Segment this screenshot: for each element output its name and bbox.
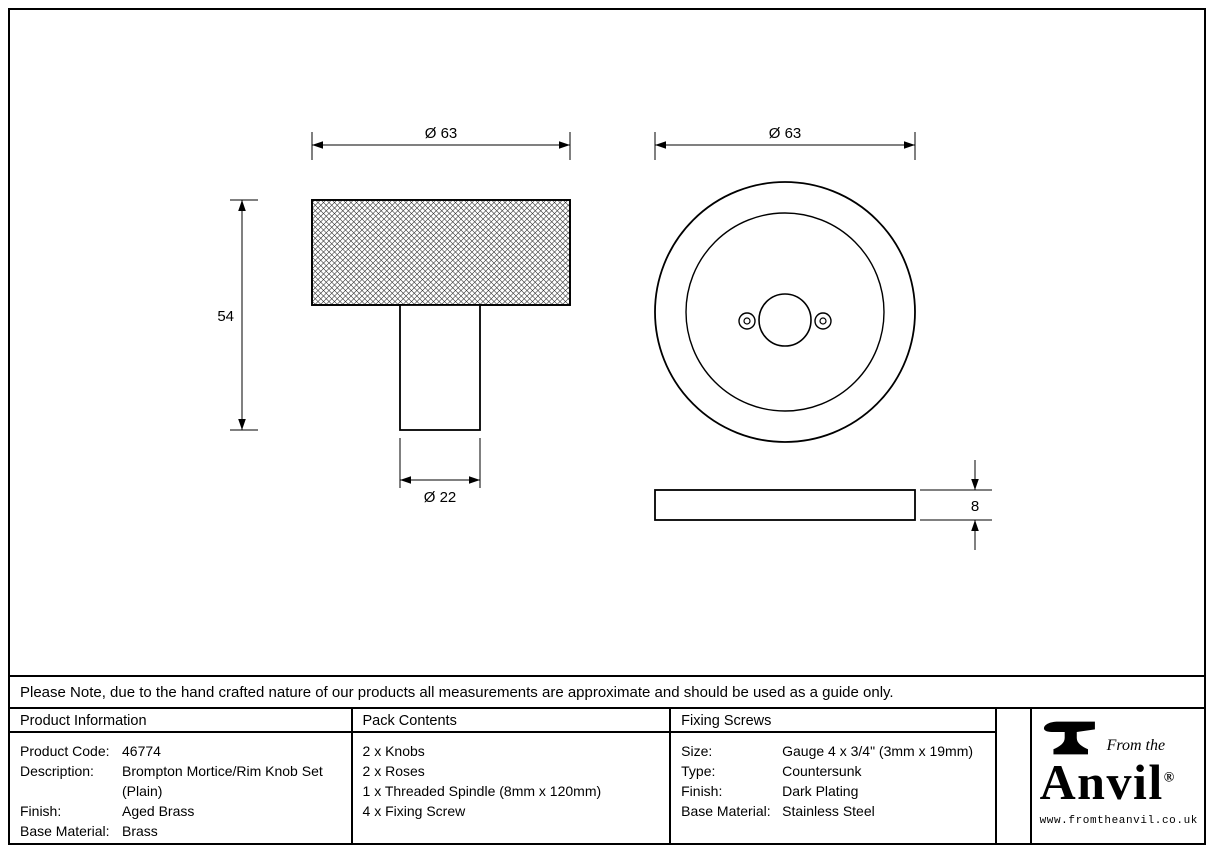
rose-screw-hole-left — [738, 312, 756, 330]
table-row: Base Material: Brass — [20, 821, 341, 841]
rose-dimension-lines — [654, 132, 916, 160]
sheet-frame: Ø 63 54 Ø 22 — [8, 8, 1206, 845]
table-row: Type: Countersunk — [681, 761, 985, 781]
row-value: Gauge 4 x 3/4" (3mm x 19mm) — [782, 743, 974, 759]
fixing-screws-header: Fixing Screws — [671, 709, 995, 733]
row-label: Base Material: — [20, 823, 110, 839]
logo-top-row: From the — [1040, 715, 1198, 757]
rose-side-view — [654, 489, 916, 521]
product-information-header: Product Information — [10, 709, 351, 733]
brand-logo-box: From the Anvil® www.fromtheanvil.co.uk — [1029, 709, 1204, 843]
row-label: Product Code: — [20, 743, 110, 759]
rose-thickness-dimension-arrows — [971, 479, 979, 531]
disclaimer-note-bar: Please Note, due to the hand crafted nat… — [10, 675, 1204, 707]
rose-screw-hole-right — [814, 312, 832, 330]
row-label: Type: — [681, 763, 716, 779]
rose-dimension-arrows — [655, 141, 915, 149]
table-row: Product Code: 46774 — [20, 741, 341, 761]
row-value: 46774 — [122, 743, 161, 759]
row-value: Stainless Steel — [782, 803, 875, 819]
knob-diameter-label: Ø 63 — [425, 125, 458, 142]
table-row: Description: Brompton Mortice/Rim Knob S… — [20, 761, 341, 801]
rose-screw-hole-right-center — [819, 317, 827, 325]
knob-dimension-lines — [230, 132, 571, 488]
row-label: Description: — [20, 763, 94, 779]
fixing-screws-section: Fixing Screws Size: Gauge 4 x 3/4" (3mm … — [671, 709, 997, 843]
pack-item: 2 x Knobs — [362, 743, 425, 759]
product-information-body: Product Code: 46774 Description: Brompto… — [10, 733, 351, 841]
rose-thickness-label: 8 — [971, 498, 979, 515]
table-row: Finish: Dark Plating — [681, 781, 985, 801]
fixing-screws-body: Size: Gauge 4 x 3/4" (3mm x 19mm) Type: … — [671, 733, 995, 821]
table-row: Base Material: Stainless Steel — [681, 801, 985, 821]
logo-website: www.fromtheanvil.co.uk — [1039, 815, 1198, 827]
logo-wordmark: Anvil® — [1040, 757, 1198, 808]
table-row: Size: Gauge 4 x 3/4" (3mm x 19mm) — [681, 741, 985, 761]
rose-diameter-label: Ø 63 — [769, 125, 802, 142]
knob-knurl-texture — [311, 199, 571, 306]
knob-side-view — [311, 199, 571, 431]
rose-inner-circle — [685, 212, 885, 412]
disclaimer-note-text: Please Note, due to the hand crafted nat… — [20, 683, 894, 701]
knob-dimension-arrows — [238, 141, 570, 484]
pack-item: 4 x Fixing Screw — [362, 803, 466, 819]
rose-screw-hole-left-center — [743, 317, 751, 325]
knob-stem-diameter-label: Ø 22 — [424, 489, 457, 506]
rose-spindle-hole — [758, 293, 812, 347]
pack-contents-section: Pack Contents 2 x Knobs 2 x Roses 1 x Th… — [352, 709, 672, 843]
rose-front-view — [654, 181, 916, 443]
product-information-section: Product Information Product Code: 46774 … — [10, 709, 353, 843]
row-value: Brompton Mortice/Rim Knob Set (Plain) — [122, 763, 323, 799]
knob-stem — [399, 304, 481, 431]
table-logo-gap — [997, 709, 1030, 843]
logo-name: Anvil — [1039, 754, 1164, 810]
knob-height-label: 54 — [217, 308, 234, 325]
registered-trademark-symbol: ® — [1163, 770, 1175, 786]
pack-item: 1 x Threaded Spindle (8mm x 120mm) — [362, 783, 602, 799]
rose-thickness-dimension-lines — [920, 460, 992, 550]
row-value: Aged Brass — [122, 803, 195, 819]
rose-outer-circle — [654, 181, 916, 443]
row-value: Dark Plating — [782, 783, 859, 799]
anvil-icon — [1043, 721, 1095, 755]
pack-contents-body: 2 x Knobs 2 x Roses 1 x Threaded Spindle… — [353, 733, 670, 821]
row-value: Brass — [122, 823, 158, 839]
technical-drawing-area: Ø 63 54 Ø 22 — [10, 10, 1204, 675]
technical-drawing-svg: Ø 63 54 Ø 22 — [217, 125, 992, 550]
table-row: Finish: Aged Brass — [20, 801, 341, 821]
pack-contents-header: Pack Contents — [352, 709, 670, 733]
logo-tagline: From the — [1106, 737, 1166, 754]
row-label: Finish: — [20, 803, 62, 819]
row-value: Countersunk — [782, 763, 862, 779]
pack-item: 2 x Roses — [362, 763, 425, 779]
row-label: Size: — [681, 743, 713, 759]
info-table: Product Information Product Code: 46774 … — [10, 707, 1204, 843]
row-label: Base Material: — [681, 803, 771, 819]
row-label: Finish: — [681, 783, 723, 799]
